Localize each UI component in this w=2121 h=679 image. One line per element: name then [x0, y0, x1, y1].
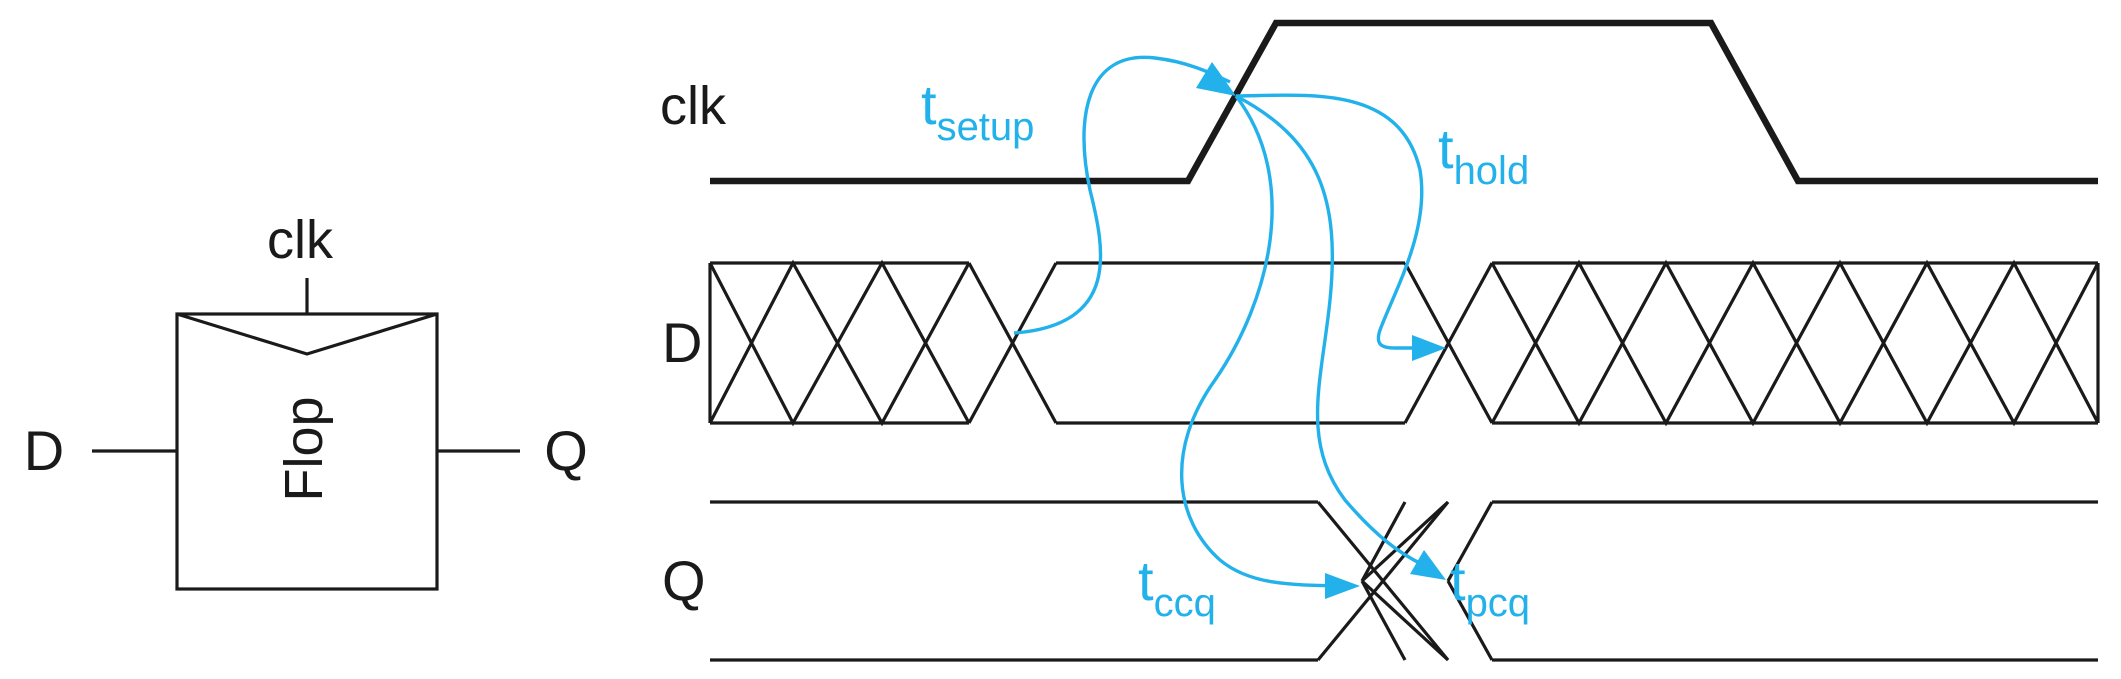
hold-arrow [1235, 93, 1440, 350]
pcq-arrow [1235, 94, 1431, 570]
t-pcq-base: t [1450, 549, 1466, 612]
flop-clk-label: clk [267, 210, 334, 270]
q-unknown-cross-b [1360, 579, 1450, 662]
clk-waveform [710, 19, 2098, 185]
q-settle-bottom [1446, 580, 1494, 661]
setup-arrow [1013, 55, 1231, 335]
t-hold-label: thold [1438, 117, 1529, 193]
flop-q-label: Q [544, 419, 588, 482]
t-hold-sub: hold [1454, 149, 1530, 193]
q-settle-top [1446, 501, 1494, 582]
pcq-arrowhead [1410, 550, 1446, 580]
t-setup-sub: setup [937, 105, 1035, 149]
setup-arrowhead [1196, 62, 1236, 96]
t-setup-base: t [921, 73, 937, 136]
t-ccq-base: t [1138, 549, 1154, 612]
t-ccq-label: tccq [1138, 549, 1216, 625]
flop-name-label: Flop [274, 396, 334, 501]
q-unknown-cross-a [1360, 500, 1450, 583]
timing-arrows [1013, 55, 1446, 599]
t-ccq-sub: ccq [1154, 581, 1216, 625]
q-signal-label: Q [662, 549, 706, 612]
ccq-arrow [1179, 94, 1346, 588]
q-unknown-cross-c [1360, 501, 1407, 582]
flop-d-label: D [24, 419, 64, 482]
q-unknown-cross-d [1360, 580, 1407, 661]
q-transition-b [1316, 500, 1450, 662]
d-transition-in-bottom [967, 262, 1058, 424]
flop-clock-triangle [176, 312, 438, 356]
d-unknown-right-zigzag-b [1490, 259, 2100, 427]
q-waveform [710, 500, 2098, 662]
t-hold-base: t [1438, 117, 1454, 180]
clk-signal-label: clk [660, 76, 727, 136]
d-signal-label: D [662, 311, 702, 374]
t-pcq-sub: pcq [1466, 581, 1531, 625]
hold-arrowhead [1412, 335, 1446, 361]
ccq-arrowhead [1325, 573, 1360, 599]
d-unknown-left-zigzag-b [708, 259, 971, 427]
d-transition-out-bottom [1403, 262, 1494, 424]
d-waveform [708, 259, 2100, 427]
t-setup-label: tsetup [921, 73, 1034, 149]
t-pcq-label: tpcq [1450, 549, 1530, 625]
flop-symbol: clk D Q Flop [24, 210, 588, 591]
d-unknown-left-zigzag-a [708, 259, 971, 427]
